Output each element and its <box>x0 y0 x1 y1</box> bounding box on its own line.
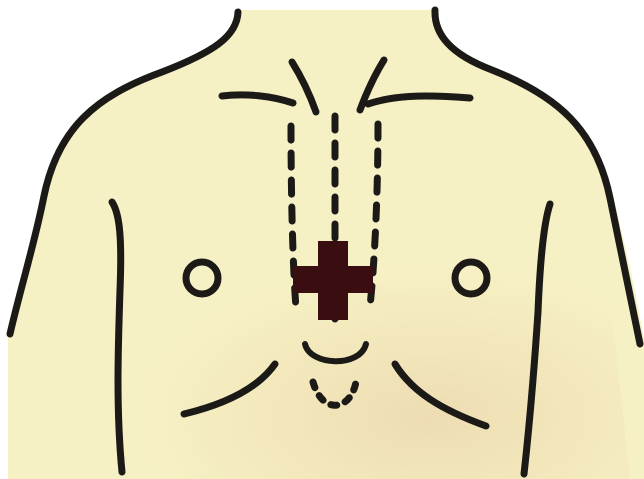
torso-shade <box>100 200 630 479</box>
